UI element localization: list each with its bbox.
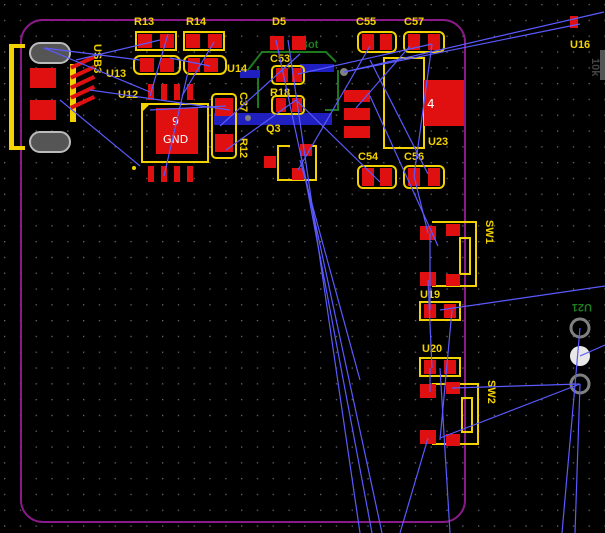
r14-resistor[interactable] [183, 31, 225, 51]
usb3-label: USB3 [91, 44, 103, 73]
board-outline [20, 19, 466, 523]
u14-component[interactable] [183, 55, 227, 75]
u23-label: U23 [428, 136, 448, 148]
usb3-connector[interactable] [9, 42, 96, 153]
u23-regulator[interactable]: 4 [344, 57, 464, 149]
u16-label: U16 [570, 39, 590, 51]
sw1-label: SW1 [483, 220, 495, 244]
blue-traces [214, 64, 334, 125]
u21-component[interactable] [569, 317, 591, 395]
c56-label: C56 [404, 151, 424, 163]
u20-label: U20 [422, 343, 442, 355]
c37-label: C37 [237, 92, 249, 112]
c57-capacitor[interactable] [403, 31, 445, 53]
u12-component[interactable]: 9 GND [132, 84, 209, 182]
c55-capacitor[interactable] [357, 31, 397, 53]
u14-label: U14 [227, 63, 248, 75]
q3-transistor[interactable] [264, 144, 317, 181]
ratsnest-lines [43, 11, 605, 533]
u13-label: U13 [106, 68, 126, 80]
c55-label: C55 [356, 16, 376, 28]
c57-label: C57 [404, 16, 424, 28]
r12-label: R12 [237, 138, 249, 158]
u12-pad-number: 9 [172, 115, 179, 128]
c53-capacitor[interactable] [271, 65, 305, 85]
r14-label: R14 [186, 16, 207, 28]
u23-tab-number: 4 [427, 97, 435, 111]
sw2-label: SW2 [485, 380, 497, 404]
u21-label: U21 [572, 301, 592, 313]
q3-label: Q3 [266, 123, 281, 135]
r18-label: R18 [270, 87, 290, 99]
u16-component[interactable] [570, 16, 605, 80]
u12-pad-net: GND [163, 133, 188, 146]
top-right-fragment: 10k [589, 58, 601, 77]
r13-label: R13 [134, 16, 154, 28]
c54-label: C54 [358, 151, 379, 163]
sw2-switch[interactable] [420, 382, 479, 446]
d5-label: D5 [272, 16, 286, 28]
